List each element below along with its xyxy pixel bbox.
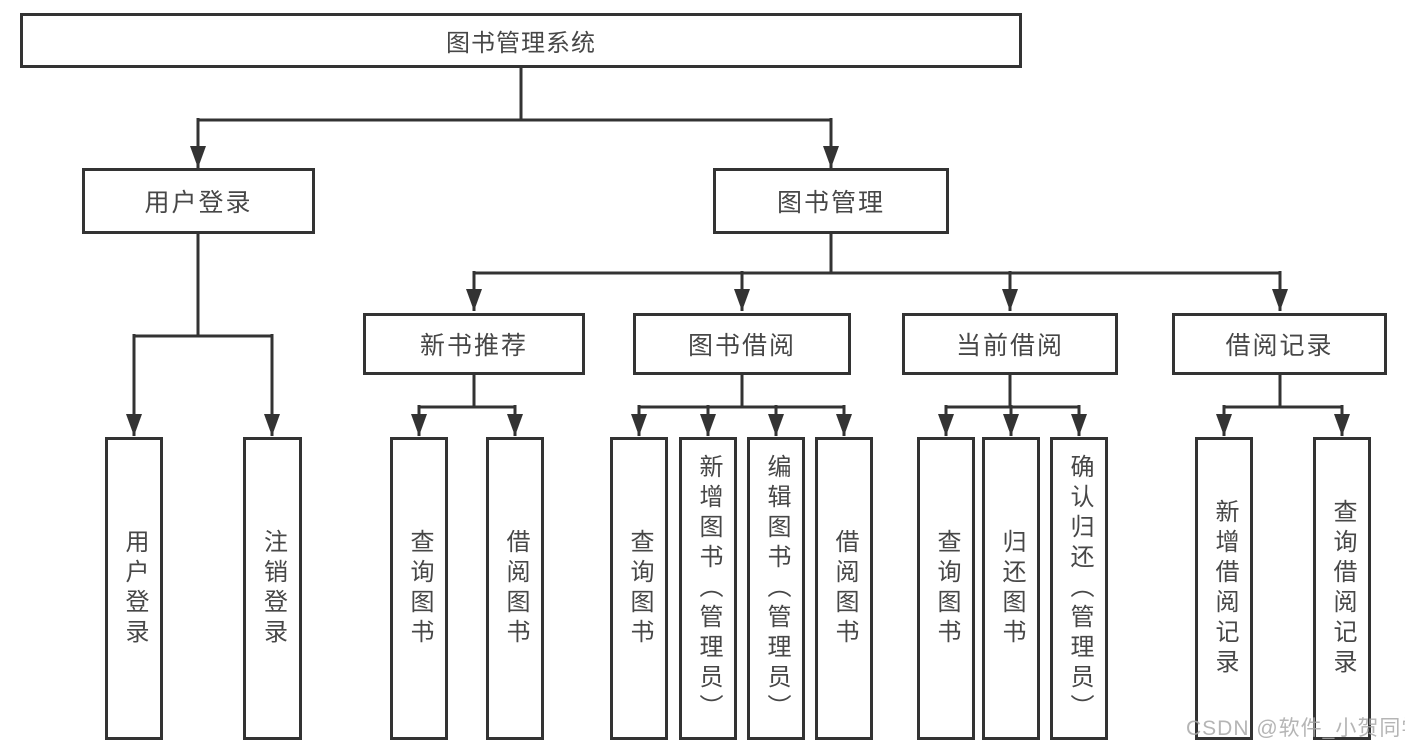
leaf-label: 查询图书 bbox=[626, 528, 653, 649]
node-book-management: 图书管理 bbox=[713, 168, 949, 234]
leaf-label: 归还图书 bbox=[998, 528, 1025, 649]
leaf-user-login: 用户登录 bbox=[105, 437, 163, 740]
leaf-borrow-books-recommend: 借阅图书 bbox=[486, 437, 544, 740]
leaf-label: 新增借阅记录 bbox=[1211, 498, 1238, 679]
leaf-query-books-recommend: 查询图书 bbox=[390, 437, 448, 740]
node-label: 图书管理系统 bbox=[446, 30, 596, 57]
node-label: 新书推荐 bbox=[419, 332, 528, 360]
leaf-label: 用户登录 bbox=[121, 528, 148, 649]
leaf-label: 注销登录 bbox=[259, 528, 287, 649]
leaf-label: 查询借阅记录 bbox=[1329, 498, 1356, 679]
leaf-return-books: 归还图书 bbox=[982, 437, 1040, 740]
leaf-label: 借阅图书 bbox=[502, 528, 529, 649]
node-label: 图书管理 bbox=[776, 189, 885, 217]
node-label: 借阅记录 bbox=[1225, 332, 1334, 360]
leaf-label: 查询图书 bbox=[933, 528, 960, 649]
leaf-borrow-books-borrow: 借阅图书 bbox=[815, 437, 873, 740]
node-current-borrow: 当前借阅 bbox=[902, 313, 1118, 375]
leaf-confirm-return-admin: 确认归还（管理员） bbox=[1050, 437, 1108, 740]
leaf-label: 编辑图书（管理员） bbox=[763, 453, 790, 724]
leaf-label: 新增图书（管理员） bbox=[695, 453, 722, 724]
node-book-borrow: 图书借阅 bbox=[633, 313, 851, 375]
node-label: 当前借阅 bbox=[955, 332, 1064, 360]
leaf-add-borrow-record: 新增借阅记录 bbox=[1195, 437, 1253, 740]
leaf-label: 查询图书 bbox=[406, 528, 433, 649]
leaf-query-borrow-record: 查询借阅记录 bbox=[1313, 437, 1371, 740]
leaf-edit-books-admin: 编辑图书（管理员） bbox=[747, 437, 805, 740]
leaf-logout: 注销登录 bbox=[243, 437, 302, 740]
node-user-login: 用户登录 bbox=[82, 168, 315, 234]
leaf-label: 借阅图书 bbox=[831, 528, 858, 649]
leaf-add-books-admin: 新增图书（管理员） bbox=[679, 437, 737, 740]
node-label: 图书借阅 bbox=[687, 332, 796, 360]
leaf-query-books-current: 查询图书 bbox=[917, 437, 975, 740]
leaf-label: 确认归还（管理员） bbox=[1066, 453, 1093, 724]
node-system-root: 图书管理系统 bbox=[20, 13, 1022, 68]
node-borrow-records: 借阅记录 bbox=[1172, 313, 1387, 375]
node-label: 用户登录 bbox=[144, 189, 253, 217]
leaf-query-books-borrow: 查询图书 bbox=[610, 437, 668, 740]
csdn-watermark: CSDN @软件_小贺同学 bbox=[1186, 717, 1405, 740]
node-new-book-recommend: 新书推荐 bbox=[363, 313, 585, 375]
